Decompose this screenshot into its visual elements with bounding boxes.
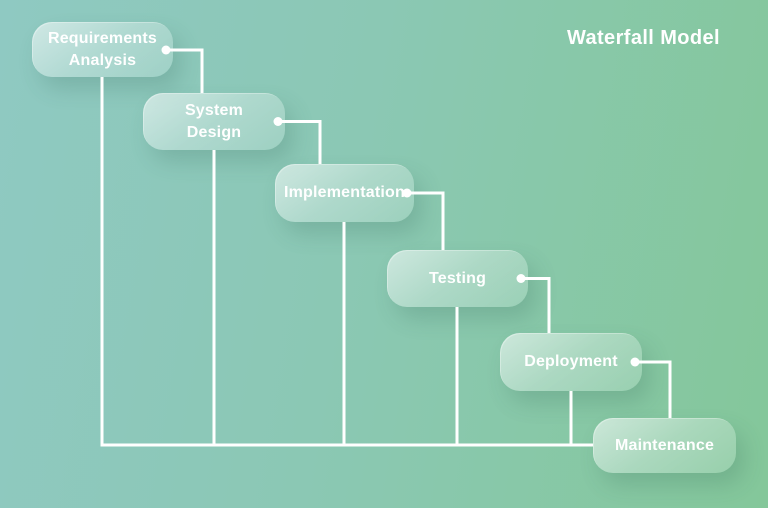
diagram-title: Waterfall Model <box>566 27 720 49</box>
stage-label: Implementation <box>283 184 406 201</box>
stage-implementation: Implementation <box>275 164 414 222</box>
stage-deployment: Deployment <box>500 333 642 391</box>
stage-testing: Testing <box>387 250 528 307</box>
stage-label: Deployment <box>524 353 618 370</box>
stage-label: Requirements Analysis <box>47 29 158 69</box>
stage-maintenance: Maintenance <box>593 418 736 473</box>
stage-label: Maintenance <box>614 436 715 454</box>
stage-label: Testing <box>428 269 487 287</box>
stage-label: System Design <box>184 101 244 141</box>
stage-system-design: System Design <box>143 93 285 150</box>
stage-requirements-analysis: Requirements Analysis <box>32 22 173 77</box>
